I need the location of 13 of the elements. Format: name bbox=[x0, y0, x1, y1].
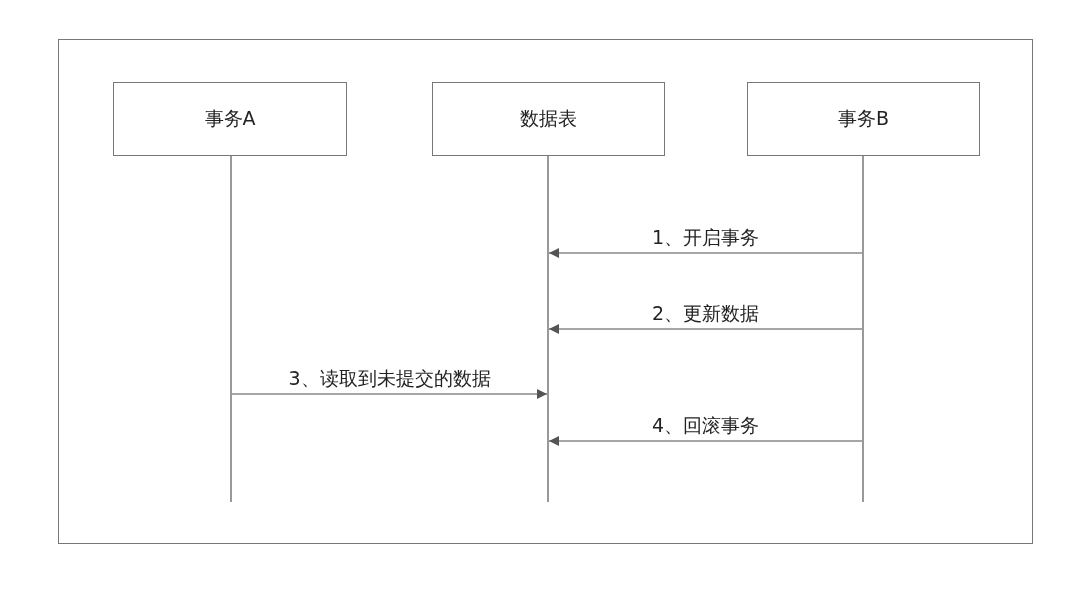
participant-label: 事务A bbox=[204, 106, 256, 131]
lifeline bbox=[862, 156, 864, 502]
lifeline bbox=[230, 156, 232, 502]
participant-box bbox=[747, 82, 980, 156]
participant-box bbox=[113, 82, 347, 156]
message-arrow bbox=[548, 436, 863, 446]
participant-box bbox=[432, 82, 665, 156]
message-arrow bbox=[548, 248, 863, 258]
message-arrow bbox=[548, 324, 863, 334]
participant-label: 数据表 bbox=[520, 106, 577, 131]
lifeline bbox=[547, 156, 549, 502]
participant-label: 事务B bbox=[837, 106, 889, 131]
message-arrow bbox=[231, 389, 548, 399]
